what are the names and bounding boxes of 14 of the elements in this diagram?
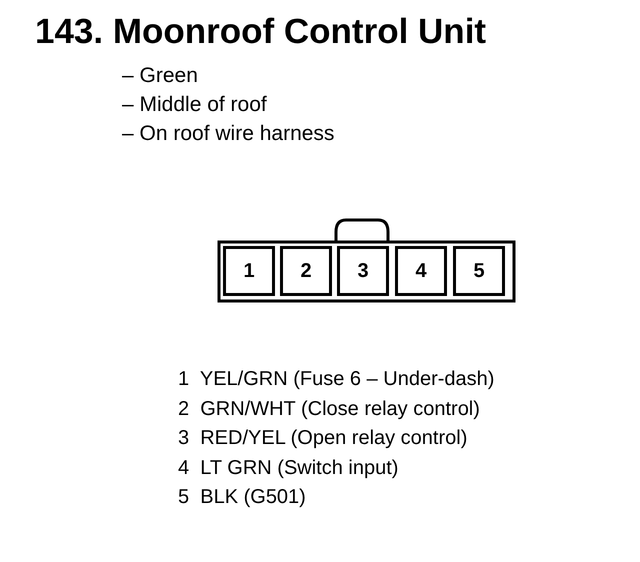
note-text: – Green	[122, 64, 198, 88]
pin-cavity: 5	[453, 246, 505, 296]
pin-description: 2 GRN/WHT (Close relay control)	[178, 398, 480, 420]
pin-description: 3 RED/YEL (Open relay control)	[178, 427, 468, 450]
pin-description: 5 BLK (G501)	[178, 486, 306, 509]
pin-cavity: 2	[280, 246, 332, 296]
pin-description: 4 LT GRN (Switch input)	[178, 456, 398, 480]
pin-cavity: 1	[223, 246, 275, 296]
pin-cavity: 4	[395, 246, 447, 296]
pin-cavity: 3	[337, 246, 389, 296]
pin-description: 1 YEL/GRN (Fuse 6 – Under-dash)	[178, 368, 494, 391]
note-text: – Middle of roof	[122, 93, 267, 117]
title: 143. Moonroof Control Unit	[35, 12, 486, 52]
note-text: – On roof wire harness	[122, 122, 334, 146]
